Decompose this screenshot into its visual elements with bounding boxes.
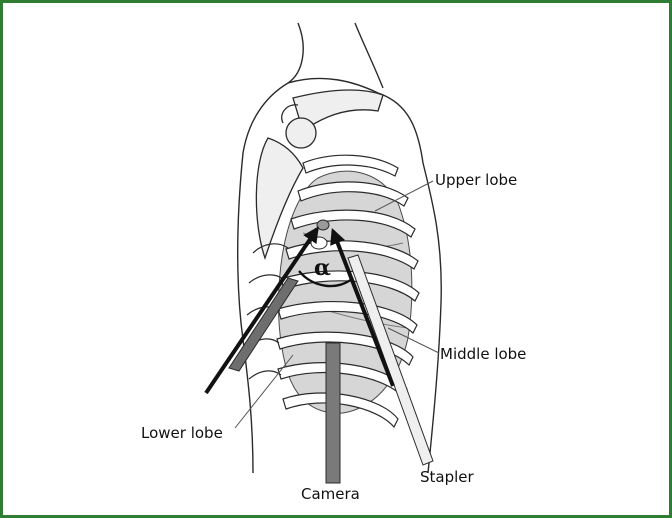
stapler-shaft xyxy=(347,254,434,466)
shoulder-bones xyxy=(255,89,384,261)
lower-arrow xyxy=(204,226,319,395)
label-camera: Camera xyxy=(301,485,360,503)
access-arrows xyxy=(204,226,395,395)
leader-lines xyxy=(234,180,440,429)
thorax-illustration xyxy=(204,22,442,484)
angle-alpha: α xyxy=(314,255,331,281)
label-middle-lobe: Middle lobe xyxy=(440,345,527,363)
angle-arc xyxy=(298,270,354,288)
camera-shaft xyxy=(325,342,341,484)
label-upper-lobe: Upper lobe xyxy=(435,171,518,189)
label-stapler: Stapler xyxy=(420,468,474,486)
instruments xyxy=(228,254,434,484)
target-point xyxy=(310,219,330,250)
label-lower-lobe: Lower lobe xyxy=(141,424,223,442)
stapler-arrow xyxy=(330,228,395,387)
